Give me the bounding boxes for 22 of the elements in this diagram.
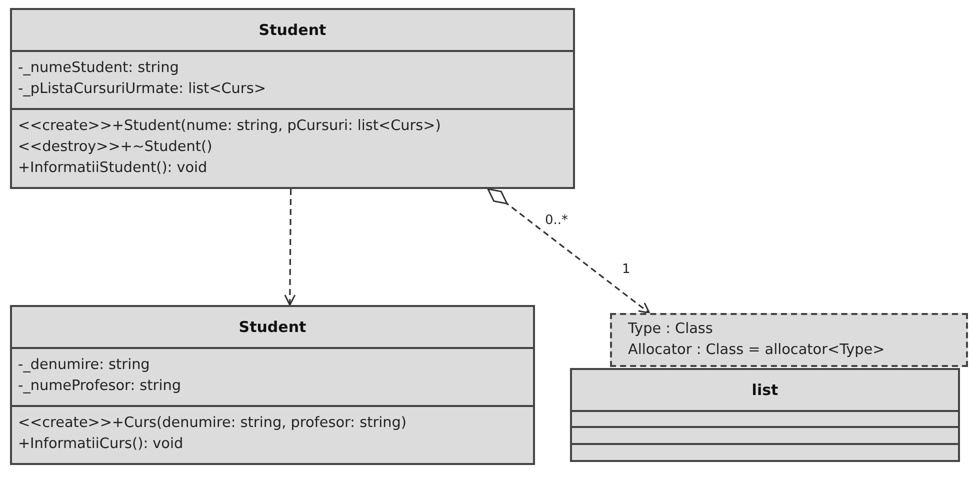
- dashed-arrow: [284, 189, 296, 306]
- class-box: [570, 368, 960, 462]
- dashed-arrow: [487, 188, 650, 314]
- multiplicity-label: 1: [622, 262, 630, 277]
- operation: <<destroy>>+~Student(): [18, 138, 212, 157]
- class-box: [10, 8, 575, 189]
- class-name: Student: [238, 318, 308, 336]
- template-parameter: Type : Class: [628, 320, 713, 339]
- attribute: -_pListaCursuriUrmate: list<Curs>: [18, 80, 266, 99]
- attribute: -_numeProfesor: string: [18, 377, 181, 396]
- operation: <<create>>+Student(nume: string, pCursuri: list<Curs>): [18, 117, 441, 136]
- multiplicity-label: 0..*: [545, 213, 568, 228]
- template-parameter-box: [610, 313, 968, 367]
- attribute: -_denumire: string: [18, 356, 150, 375]
- class-name: list: [750, 381, 780, 399]
- template-parameter: Allocator : Class = allocator<Type>: [628, 341, 885, 360]
- attribute: -_numeStudent: string: [18, 59, 179, 78]
- class-name: Student: [258, 21, 328, 39]
- operation: +InformatiiCurs(): void: [18, 435, 184, 454]
- operation: +InformatiiStudent(): void: [18, 159, 208, 178]
- operation: <<create>>+Curs(denumire: string, profesor: string): [18, 414, 407, 433]
- class-box: [10, 305, 535, 465]
